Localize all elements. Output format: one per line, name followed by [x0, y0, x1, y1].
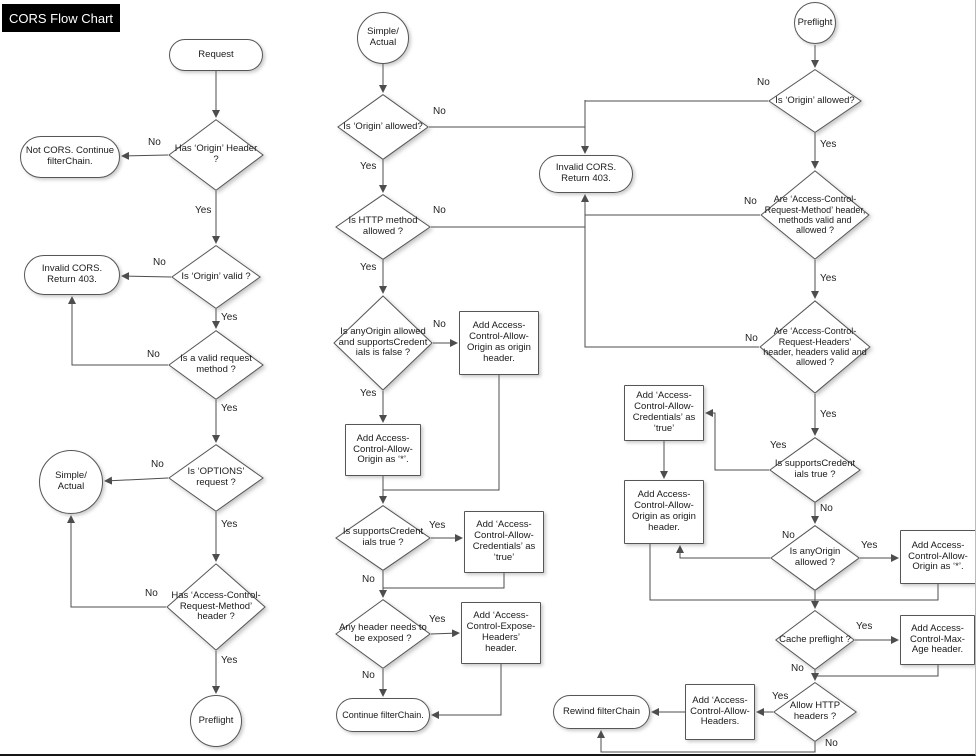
edge-label-yes: Yes: [820, 409, 837, 420]
decision-acrm-valid-allowed: Are ‘Access-Control-Request-Method’ head…: [760, 170, 870, 260]
edge-label-no: No: [825, 738, 838, 749]
edge-label-no: No: [148, 137, 161, 148]
process-add-acao-star-right: Add Access-Control-Allow-Origin as ‘*’.: [900, 530, 975, 584]
decision-acrh-valid-allowed: Are ‘Access-Control-Request-Headers’ hea…: [759, 300, 871, 394]
decision-origin-allowed-middle: Is ‘Origin’ allowed?: [337, 94, 429, 160]
diamond-shape-icon: [773, 682, 857, 742]
diamond-shape-icon: [168, 119, 264, 191]
diamond-shape-icon: [775, 610, 855, 670]
process-add-credentials-true-right: Add ‘Access-Control-Allow-Credentials’ a…: [624, 385, 704, 441]
edge-label-no: No: [757, 77, 770, 88]
edge-label-yes: Yes: [770, 440, 787, 451]
edge-label-yes: Yes: [360, 262, 377, 273]
edge-label-yes: Yes: [856, 621, 873, 632]
decision-http-method-allowed: Is HTTP method allowed ?: [335, 194, 431, 260]
decision-any-header-exposed: Any header needs to be exposed ?: [335, 599, 431, 669]
edge-label-yes: Yes: [820, 139, 837, 150]
edge-label-yes: Yes: [195, 205, 212, 216]
process-add-acao-star-middle: Add Access-Control-Allow-Origin as ‘*’.: [345, 424, 421, 476]
decision-cache-preflight: Cache preflight ?: [775, 610, 855, 670]
edge-label-yes: Yes: [429, 520, 446, 531]
decision-allow-http-headers: Allow HTTP headers ?: [773, 682, 857, 742]
edge-label-no: No: [433, 106, 446, 117]
connector-simple-actual-left: Simple/ Actual: [39, 450, 103, 514]
edge-label-no: No: [791, 663, 804, 674]
connector-preflight-left: Preflight: [190, 695, 242, 747]
edge-label-no: No: [151, 459, 164, 470]
diamond-shape-icon: [768, 69, 862, 133]
edge-label-yes: Yes: [820, 273, 837, 284]
terminal-continue-filterchain: Continue filterChain.: [336, 698, 430, 732]
connector-simple-actual-middle: Simple/ Actual: [357, 12, 409, 64]
diamond-shape-icon: [335, 505, 431, 571]
edge-label-yes: Yes: [221, 312, 238, 323]
diamond-shape-icon: [335, 194, 431, 260]
decision-has-acrm-header: Has ‘Access-Control-Request-Method’ head…: [166, 563, 266, 651]
edge-label-yes: Yes: [221, 655, 238, 666]
decision-anyorigin-credentials-false: Is anyOrigin allowed and supportsCredent…: [333, 295, 433, 391]
diamond-shape-icon: [335, 599, 431, 669]
diamond-shape-icon: [770, 525, 860, 591]
terminal-rewind-filterchain: Rewind filterChain: [553, 695, 650, 729]
decision-valid-request-method: Is a valid request method ?: [168, 330, 264, 400]
diamond-shape-icon: [168, 444, 264, 512]
edge-label-no: No: [782, 530, 795, 541]
terminal-invalid-cors-left: Invalid CORS. Return 403.: [24, 255, 120, 295]
decision-supports-credentials-middle: Is supportsCredent ials true ?: [335, 505, 431, 571]
edge-label-no: No: [744, 196, 757, 207]
decision-origin-allowed-right: Is ‘Origin’ allowed?: [768, 69, 862, 133]
process-add-credentials-true-middle: Add ‘Access-Control-Allow-Credentials’ a…: [464, 511, 544, 573]
edge-label-no: No: [745, 333, 758, 344]
process-add-max-age: Add Access-Control-Max-Age header.: [900, 615, 975, 665]
decision-anyorigin-allowed-right: Is anyOrigin allowed ?: [770, 525, 860, 591]
edge-label-yes: Yes: [861, 540, 878, 551]
diamond-shape-icon: [166, 563, 266, 651]
process-add-acao-origin-middle: Add Access-Control-Allow-Origin as origi…: [459, 311, 539, 375]
edge-label-yes: Yes: [221, 403, 238, 414]
edge-label-no: No: [362, 574, 375, 585]
edge-label-no: No: [147, 349, 160, 360]
edge-label-no: No: [362, 670, 375, 681]
diamond-shape-icon: [333, 295, 433, 391]
process-add-allow-headers: Add ‘Access-Control-Allow-Headers.: [685, 684, 755, 740]
edge-label-yes: Yes: [772, 691, 789, 702]
edge-label-no: No: [153, 257, 166, 268]
edge-label-no: No: [433, 319, 446, 330]
terminal-not-cors: Not CORS. Continue filterChain.: [20, 136, 120, 178]
diamond-shape-icon: [337, 94, 429, 160]
process-add-acao-origin-right: Add Access-Control-Allow-Origin as origi…: [624, 480, 704, 544]
decision-has-origin-header: Has ‘Origin’ Header ?: [168, 119, 264, 191]
connector-preflight-right: Preflight: [794, 2, 836, 44]
chart-title: CORS Flow Chart: [2, 4, 120, 32]
diamond-shape-icon: [769, 437, 861, 503]
decision-is-options-request: Is ‘OPTIONS’ request ?: [168, 444, 264, 512]
edge-label-yes: Yes: [221, 519, 238, 530]
decision-is-origin-valid: Is ‘Origin’ valid ?: [171, 245, 261, 309]
process-add-expose-headers: Add ‘Access-Control-Expose-Headers’ head…: [461, 602, 541, 664]
terminal-request: Request: [169, 39, 263, 71]
edge-label-no: No: [820, 503, 833, 514]
diamond-shape-icon: [759, 300, 871, 394]
diamond-shape-icon: [171, 245, 261, 309]
edge-label-no: No: [145, 588, 158, 599]
diamond-shape-icon: [168, 330, 264, 400]
edge-label-yes: Yes: [360, 161, 377, 172]
diamond-shape-icon: [760, 170, 870, 260]
terminal-invalid-cors-middle: Invalid CORS. Return 403.: [539, 155, 633, 193]
edge-label-yes: Yes: [360, 388, 377, 399]
decision-supports-credentials-right: Is supportsCredent ials true ?: [769, 437, 861, 503]
edge-label-no: No: [433, 205, 446, 216]
edge-label-yes: Yes: [429, 614, 446, 625]
